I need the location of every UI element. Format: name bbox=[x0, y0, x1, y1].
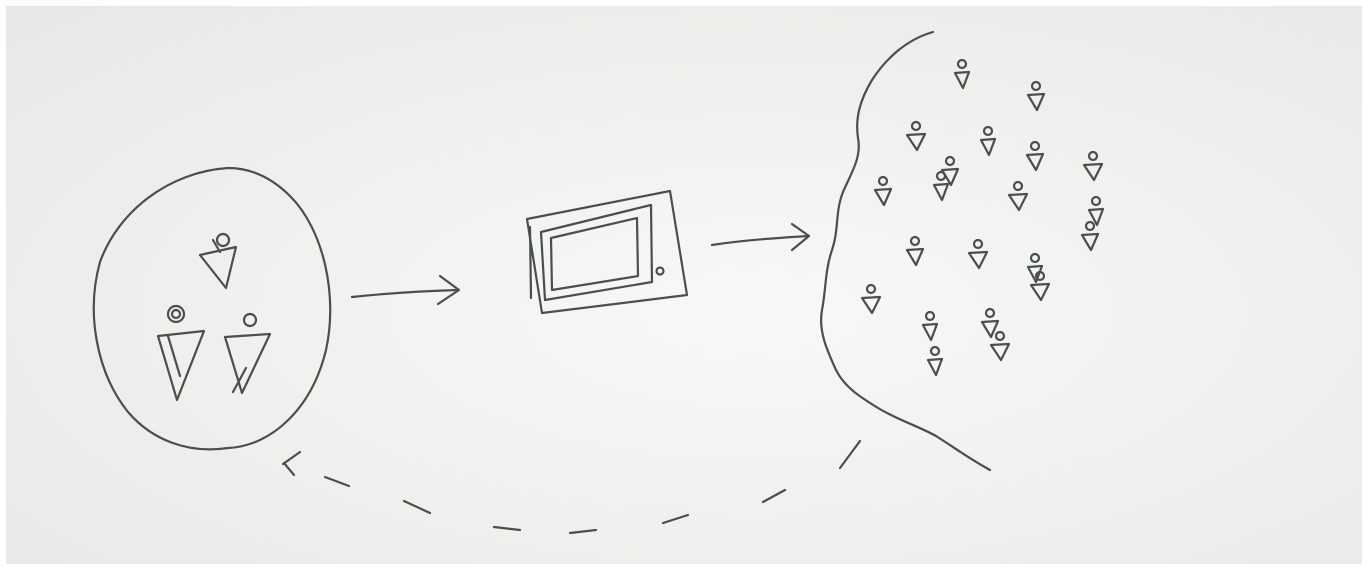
paper-background bbox=[6, 6, 1362, 564]
